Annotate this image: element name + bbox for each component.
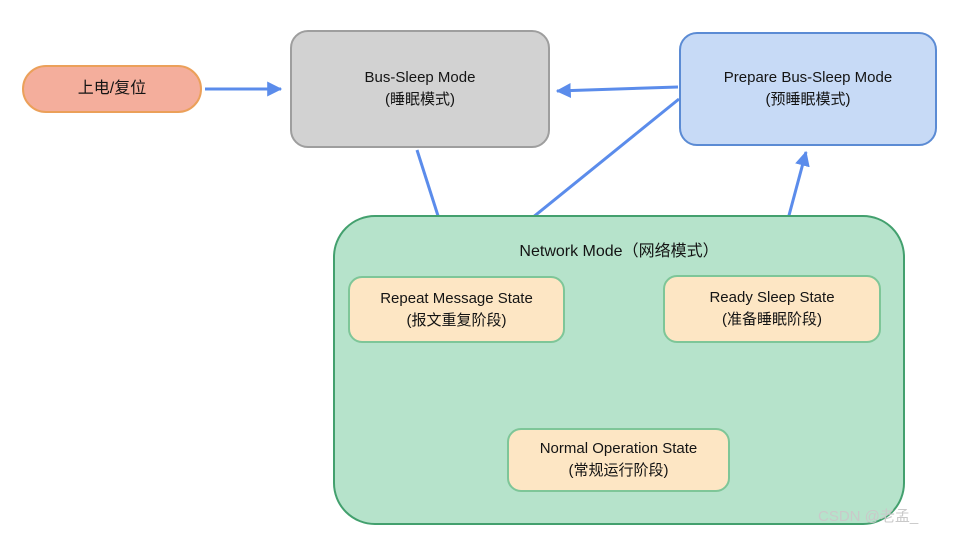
node-bus-sleep-line2: (睡眠模式) xyxy=(385,91,455,108)
node-ready-sleep-state: Ready Sleep State (准备睡眠阶段) xyxy=(663,275,881,343)
node-ready-sleep-line1: Ready Sleep State xyxy=(709,289,835,306)
node-ready-sleep-line2: (准备睡眠阶段) xyxy=(722,311,822,328)
node-normal-operation-state: Normal Operation State (常规运行阶段) xyxy=(507,428,730,492)
node-bus-sleep-line1: Bus-Sleep Mode xyxy=(364,69,476,86)
node-power-reset: 上电/复位 xyxy=(22,65,202,113)
node-prepare-bus-sleep-line2: (预睡眠模式) xyxy=(765,91,851,108)
arrow-prepare_bus_sleep-to-bus_sleep xyxy=(555,83,679,99)
node-bus-sleep-mode: Bus-Sleep Mode (睡眠模式) xyxy=(290,30,550,148)
node-repeat-message-state: Repeat Message State (报文重复阶段) xyxy=(348,276,565,343)
node-power-reset-label: 上电/复位 xyxy=(77,80,147,97)
node-repeat-message-line2: (报文重复阶段) xyxy=(406,311,507,329)
watermark: CSDN @老孟_ xyxy=(818,508,919,525)
node-repeat-message-line1: Repeat Message State xyxy=(380,289,533,307)
node-prepare-bus-sleep-line1: Prepare Bus-Sleep Mode xyxy=(723,69,893,86)
node-normal-operation-line1: Normal Operation State xyxy=(539,440,698,457)
node-prepare-bus-sleep-mode: Prepare Bus-Sleep Mode (预睡眠模式) xyxy=(679,32,937,146)
node-normal-operation-line2: (常规运行阶段) xyxy=(568,462,669,479)
network-mode-label: Network Mode（网络模式） xyxy=(519,243,719,260)
